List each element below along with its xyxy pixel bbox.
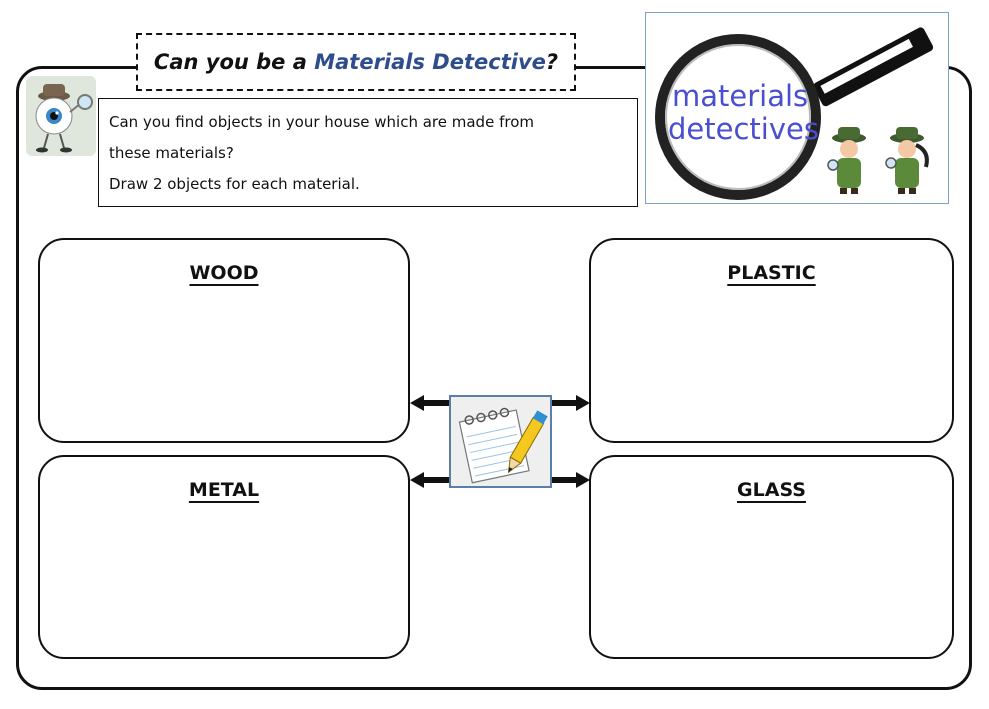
instructions-line-1: Can you find objects in your house which…	[109, 113, 534, 131]
instructions-line-2: these materials?	[109, 144, 234, 162]
title-suffix: ?	[545, 50, 559, 74]
glass-box[interactable]: GLASS	[589, 455, 954, 659]
wood-label: WOOD	[189, 262, 259, 284]
plastic-label: PLASTIC	[727, 262, 816, 284]
title-prefix: Can you be a	[153, 50, 315, 74]
title-highlight: Materials Detective	[314, 50, 546, 74]
logo-line-2: detectives	[668, 112, 819, 146]
logo-line-1: materials	[672, 79, 808, 113]
instructions-box: Can you find objects in your house which…	[98, 98, 638, 207]
wood-box[interactable]: WOOD	[38, 238, 410, 443]
glass-label: GLASS	[737, 479, 806, 501]
notepad-pencil-icon	[458, 407, 548, 484]
eyeball-detective-icon	[26, 76, 96, 156]
arrow-left-icon	[410, 472, 450, 488]
materials-detectives-logo: materials detectives	[645, 12, 949, 204]
plastic-box[interactable]: PLASTIC	[589, 238, 954, 443]
worksheet-title: Can you be a Materials Detective?	[136, 33, 576, 91]
notepad-pencil-image	[449, 395, 552, 488]
detective-kid-icon	[827, 127, 866, 194]
metal-label: METAL	[188, 479, 260, 501]
arrow-right-icon	[552, 472, 590, 488]
arrow-left-icon	[410, 395, 450, 411]
metal-box[interactable]: METAL	[38, 455, 410, 659]
detective-kid-icon	[885, 127, 929, 194]
arrow-right-icon	[552, 395, 590, 411]
instructions-line-3: Draw 2 objects for each material.	[109, 175, 360, 193]
magnifying-glass-icon: materials detectives	[655, 27, 934, 200]
